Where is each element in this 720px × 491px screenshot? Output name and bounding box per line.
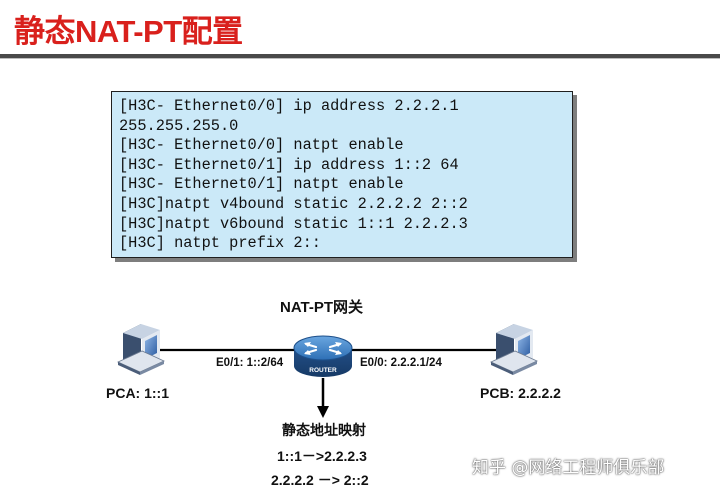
watermark-text: 知乎 @网络工程师俱乐部 [472, 458, 665, 478]
title-divider [0, 54, 720, 58]
pcb-label: PCB: 2.2.2.2 [480, 385, 561, 401]
router-icon: ROUTER [293, 335, 353, 377]
code-line: 255.255.255.0 [119, 116, 239, 135]
pcb-computer-icon [490, 324, 538, 375]
slide-title: 静态NAT-PT配置 [14, 14, 243, 49]
title-divider-thin [0, 58, 720, 59]
pca-label: PCA: 1::1 [106, 385, 170, 401]
mapping-arrow [317, 378, 329, 418]
mapping-entry-1: 1::1－>2.2.2.3 [277, 448, 367, 464]
pca-computer-icon [117, 324, 165, 375]
gateway-label: NAT-PT网关 [280, 299, 364, 316]
config-code-box: [H3C- Ethernet0/0] ip address 2.2.2.1 25… [111, 91, 573, 258]
code-line: [H3C]natpt v6bound static 1::1 2.2.2.3 [119, 214, 468, 233]
mapping-entry-2: 2.2.2.2 －> 2::2 [271, 472, 369, 488]
right-interface-label: E0/0: 2.2.2.1/24 [360, 357, 442, 369]
code-line: [H3C- Ethernet0/1] natpt enable [119, 175, 404, 194]
left-interface-label: E0/1: 1::2/64 [216, 357, 284, 369]
code-line: [H3C- Ethernet0/1] ip address 1::2 64 [119, 155, 459, 174]
code-line: [H3C]natpt v4bound static 2.2.2.2 2::2 [119, 194, 468, 213]
router-text: ROUTER [309, 367, 337, 374]
code-line: [H3C] natpt prefix 2:: [119, 234, 321, 253]
code-line: [H3C- Ethernet0/0] ip address 2.2.2.1 [119, 97, 459, 115]
mapping-title: 静态地址映射 [282, 422, 366, 438]
code-line: [H3C- Ethernet0/0] natpt enable [119, 136, 404, 155]
